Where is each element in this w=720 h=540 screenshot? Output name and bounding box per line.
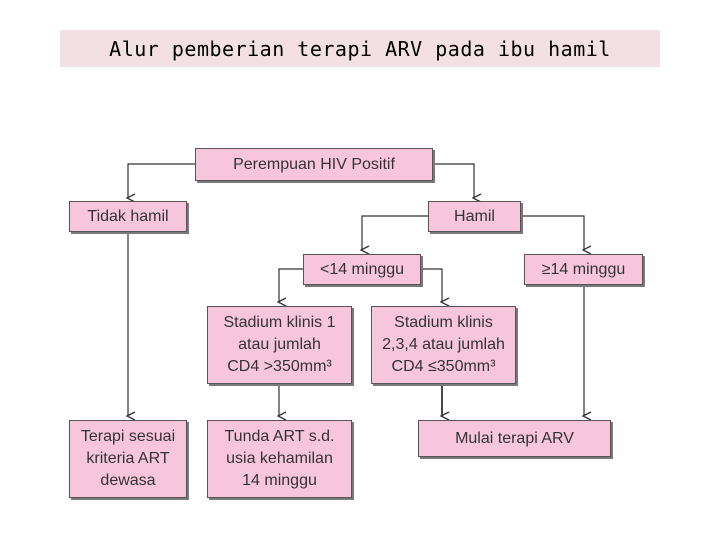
- node-over-14-weeks: ≥14 minggu: [524, 254, 643, 285]
- node-clinical-stage-1: Stadium klinis 1 atau jumlah CD4 >350mm³: [207, 306, 352, 384]
- node-clinical-stage-234: Stadium klinis 2,3,4 atau jumlah CD4 ≤35…: [371, 306, 516, 384]
- node-under-14-weeks-label: <14 minggu: [319, 260, 405, 278]
- node-adult-therapy-label: Terapi sesuai kriteria ART dewasa: [80, 428, 176, 489]
- arrow-positive-to-not-pregnant: [128, 163, 195, 198]
- page-title: Alur pemberian terapi ARV pada ibu hamil: [60, 30, 660, 67]
- node-not-pregnant-label: Tidak hamil: [87, 207, 169, 225]
- node-hiv-positive-woman: Perempuan HIV Positif: [195, 148, 433, 181]
- node-under-14-weeks: <14 minggu: [303, 254, 421, 285]
- node-over-14-weeks-label: ≥14 minggu: [541, 260, 626, 278]
- node-pregnant: Hamil: [428, 201, 521, 232]
- node-start-arv: Mulai terapi ARV: [418, 420, 611, 457]
- node-adult-therapy: Terapi sesuai kriteria ART dewasa: [69, 420, 187, 498]
- node-delay-art-label: Tunda ART s.d. usia kehamilan 14 minggu: [224, 428, 335, 489]
- node-not-pregnant: Tidak hamil: [69, 201, 187, 232]
- node-hiv-positive-woman-label: Perempuan HIV Positif: [233, 155, 395, 173]
- page-title-text: Alur pemberian terapi ARV pada ibu hamil: [109, 36, 611, 61]
- node-delay-art: Tunda ART s.d. usia kehamilan 14 minggu: [207, 420, 352, 498]
- arrow-pregnant-to-under14: [362, 215, 428, 250]
- node-clinical-stage-1-label: Stadium klinis 1 atau jumlah CD4 >350mm³: [223, 314, 336, 375]
- arrow-under14-to-stage1: [279, 268, 303, 302]
- arrow-pregnant-to-over14: [521, 215, 584, 250]
- arrow-under14-to-stage234: [421, 268, 442, 302]
- node-pregnant-label: Hamil: [454, 207, 495, 225]
- node-start-arv-label: Mulai terapi ARV: [455, 429, 574, 447]
- node-clinical-stage-234-label: Stadium klinis 2,3,4 atau jumlah CD4 ≤35…: [382, 314, 505, 375]
- arrow-positive-to-pregnant: [433, 163, 474, 198]
